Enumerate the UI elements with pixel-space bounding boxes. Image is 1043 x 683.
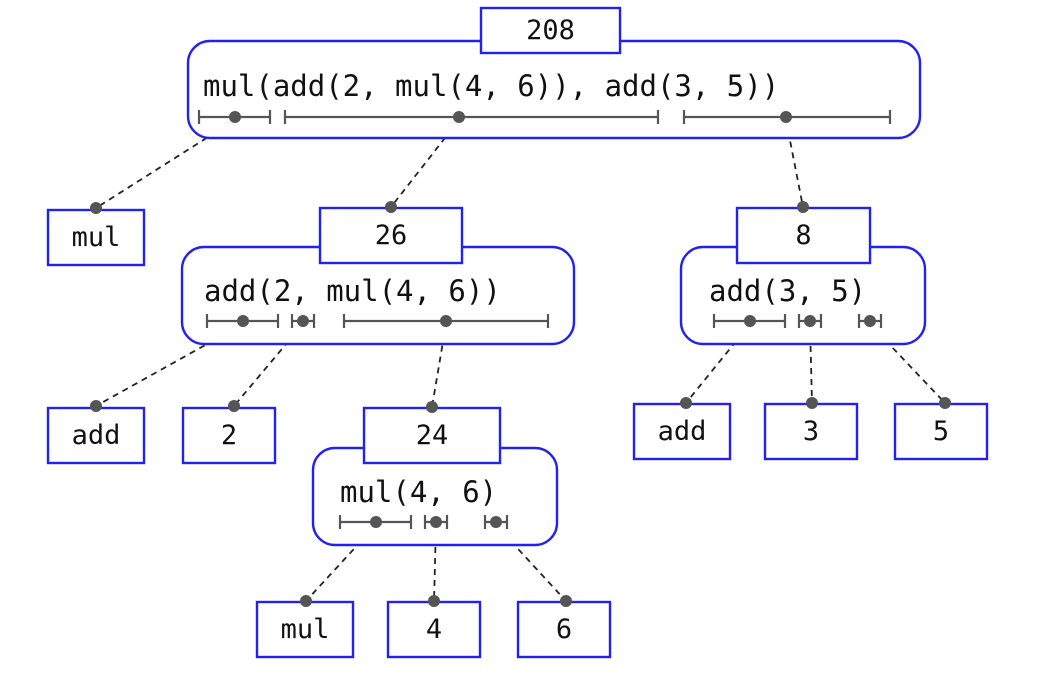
- bracket-n26-1: [290, 314, 316, 328]
- node-anchor-dot-n6[interactable]: [560, 595, 572, 607]
- leaf-box-n4[interactable]: [386, 600, 482, 659]
- leaf-box-n-mul-op[interactable]: [46, 208, 146, 267]
- node-anchor-dot-n5[interactable]: [939, 397, 951, 409]
- node-n8: 8 add(3, 5): [679, 201, 927, 346]
- node-n-mul-op-b: mul: [255, 595, 355, 659]
- node-n-add-op-l: add: [46, 400, 146, 465]
- bracket-n24-2: [483, 515, 509, 529]
- node-anchor-dot-n8[interactable]: [797, 201, 809, 213]
- edge-line: [869, 323, 946, 404]
- leaf-box-n-mul-op-b[interactable]: [255, 600, 355, 659]
- edge-line: [233, 323, 304, 407]
- edge-n26.arg1: [233, 323, 304, 407]
- value-label-n8: 8: [795, 220, 811, 251]
- node-anchor-dot-n24[interactable]: [426, 401, 438, 413]
- expression-text-n24: mul(4, 6): [340, 475, 497, 509]
- bracket-anchor-dot[interactable]: [780, 111, 792, 123]
- bracket-anchor-dot[interactable]: [864, 315, 876, 327]
- value-label-n26: 26: [375, 220, 408, 251]
- node-anchor-dot-n3[interactable]: [806, 397, 818, 409]
- expression-text-root: mul(add(2, mul(4, 6)), add(3, 5)): [203, 69, 779, 103]
- bracket-anchor-dot[interactable]: [237, 315, 249, 327]
- node-n-add-op-r: add: [632, 397, 732, 461]
- node-anchor-dot-n2[interactable]: [228, 400, 240, 412]
- node-anchor-dot-n4[interactable]: [428, 595, 440, 607]
- leaf-box-n5[interactable]: [893, 402, 989, 461]
- node-n26: 26 add(2, mul(4, 6)): [180, 201, 576, 346]
- node-n2: 2: [181, 400, 277, 465]
- node-anchor-dot-n26[interactable]: [385, 201, 397, 213]
- expression-text-n8: add(3, 5): [709, 274, 866, 308]
- edge-root.arg1: [390, 119, 460, 208]
- node-n3: 3: [763, 397, 859, 461]
- node-n24: 24 mul(4, 6): [311, 401, 559, 547]
- bracket-anchor-dot[interactable]: [744, 315, 756, 327]
- bracket-n24-1: [423, 515, 449, 529]
- leaf-label-n2: 2: [221, 420, 237, 451]
- bracket-root-2: [682, 110, 892, 124]
- leaf-label-n6: 6: [556, 614, 572, 645]
- value-label-n24: 24: [416, 420, 449, 451]
- bracket-anchor-dot[interactable]: [370, 516, 382, 528]
- bracket-anchor-dot[interactable]: [297, 315, 309, 327]
- nodes-layer: 208 mul(add(2, mul(4, 6)), add(3, 5)) mul 2…: [46, 6, 989, 659]
- bracket-n8-2: [857, 314, 883, 328]
- leaf-label-n-mul-op-b: mul: [281, 614, 330, 645]
- expression-text-n26: add(2, mul(4, 6)): [204, 274, 501, 308]
- bracket-anchor-dot[interactable]: [804, 315, 816, 327]
- leaf-label-n-add-op-l: add: [72, 420, 121, 451]
- leaf-label-n3: 3: [803, 416, 819, 447]
- node-n6: 6: [516, 595, 612, 659]
- leaf-box-n-add-op-l[interactable]: [46, 406, 146, 465]
- bracket-n8-0: [712, 314, 787, 328]
- value-box-fill-n8: [739, 210, 868, 261]
- value-box-fill-root: [483, 10, 618, 51]
- edge-n8.arg2: [869, 323, 946, 404]
- node-n-mul-op: mul: [46, 202, 146, 267]
- bracket-anchor-dot[interactable]: [229, 111, 241, 123]
- bracket-n26-0: [205, 314, 280, 328]
- node-anchor-dot-n-add-op-r[interactable]: [680, 397, 692, 409]
- edge-line: [390, 119, 460, 208]
- bracket-root-0: [197, 110, 272, 124]
- bracket-anchor-dot[interactable]: [490, 516, 502, 528]
- node-anchor-dot-n-mul-op-b[interactable]: [300, 595, 312, 607]
- bracket-root-1: [283, 110, 660, 124]
- node-anchor-dot-n-mul-op[interactable]: [90, 202, 102, 214]
- node-root: 208 mul(add(2, mul(4, 6)), add(3, 5)): [186, 6, 922, 140]
- value-label-root: 208: [526, 15, 575, 46]
- bracket-n24-0: [338, 515, 413, 529]
- node-n4: 4: [386, 595, 482, 659]
- node-n5: 5: [893, 397, 989, 461]
- bracket-n8-1: [797, 314, 823, 328]
- leaf-label-n-mul-op: mul: [72, 222, 121, 253]
- value-box-fill-n26: [322, 210, 460, 261]
- leaf-label-n-add-op-r: add: [658, 416, 707, 447]
- bracket-anchor-dot[interactable]: [453, 111, 465, 123]
- leaf-label-n4: 4: [426, 614, 442, 645]
- bracket-anchor-dot[interactable]: [440, 315, 452, 327]
- value-box-fill-n24: [366, 410, 498, 461]
- leaf-label-n5: 5: [933, 416, 949, 447]
- bracket-n26-2: [342, 314, 550, 328]
- bracket-anchor-dot[interactable]: [430, 516, 442, 528]
- node-anchor-dot-n-add-op-l[interactable]: [90, 400, 102, 412]
